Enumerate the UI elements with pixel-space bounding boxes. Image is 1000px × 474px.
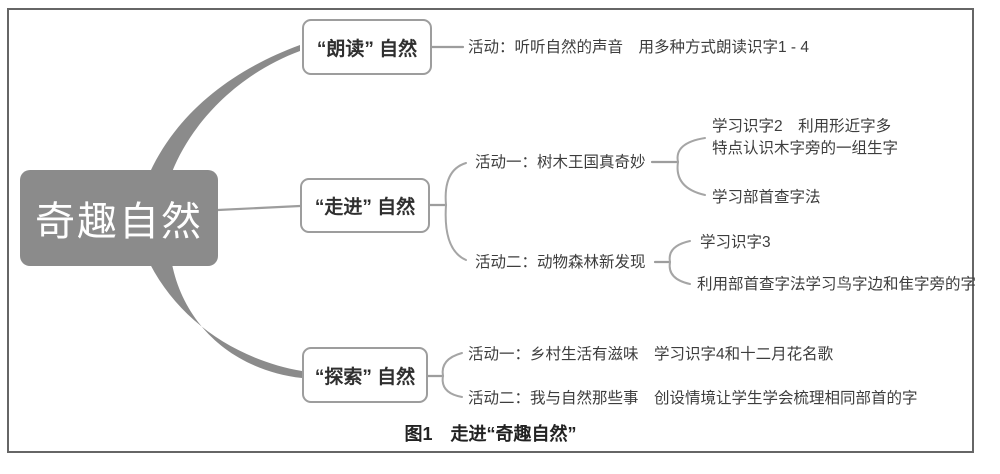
activity-zoujin-2: 活动二：动物森林新发现 — [475, 254, 646, 271]
branch-node-langdu: “朗读” 自然 — [302, 19, 432, 75]
branch-node-tansuo: “探索” 自然 — [302, 347, 428, 403]
subitem-zoujin-2a: 学习识字3 — [700, 234, 771, 251]
subitem-zoujin-1a: 学习识字2 利用形近字多 特点认识木字旁的一组生字 — [712, 118, 899, 157]
activity-tansuo-2: 活动二：我与自然那些事 创设情境让学生学会梳理相同部首的字 — [468, 390, 918, 407]
subitem-zoujin-1b: 学习部首查字法 — [712, 189, 821, 206]
figure-caption: 图1 走进“奇趣自然” — [404, 424, 577, 444]
activity-langdu: 活动：听听自然的声音 用多种方式朗读识字1 - 4 — [468, 39, 810, 56]
activity-zoujin-1: 活动一：树木王国真奇妙 — [475, 154, 646, 171]
subitem-zoujin-2b: 利用部首查字法学习鸟字边和隹字旁的字 — [697, 276, 977, 293]
root-node: 奇趣自然 — [20, 170, 218, 266]
activity-tansuo-1: 活动一：乡村生活有滋味 学习识字4和十二月花名歌 — [468, 346, 834, 363]
branch-node-zoujin: “走进” 自然 — [300, 178, 430, 233]
